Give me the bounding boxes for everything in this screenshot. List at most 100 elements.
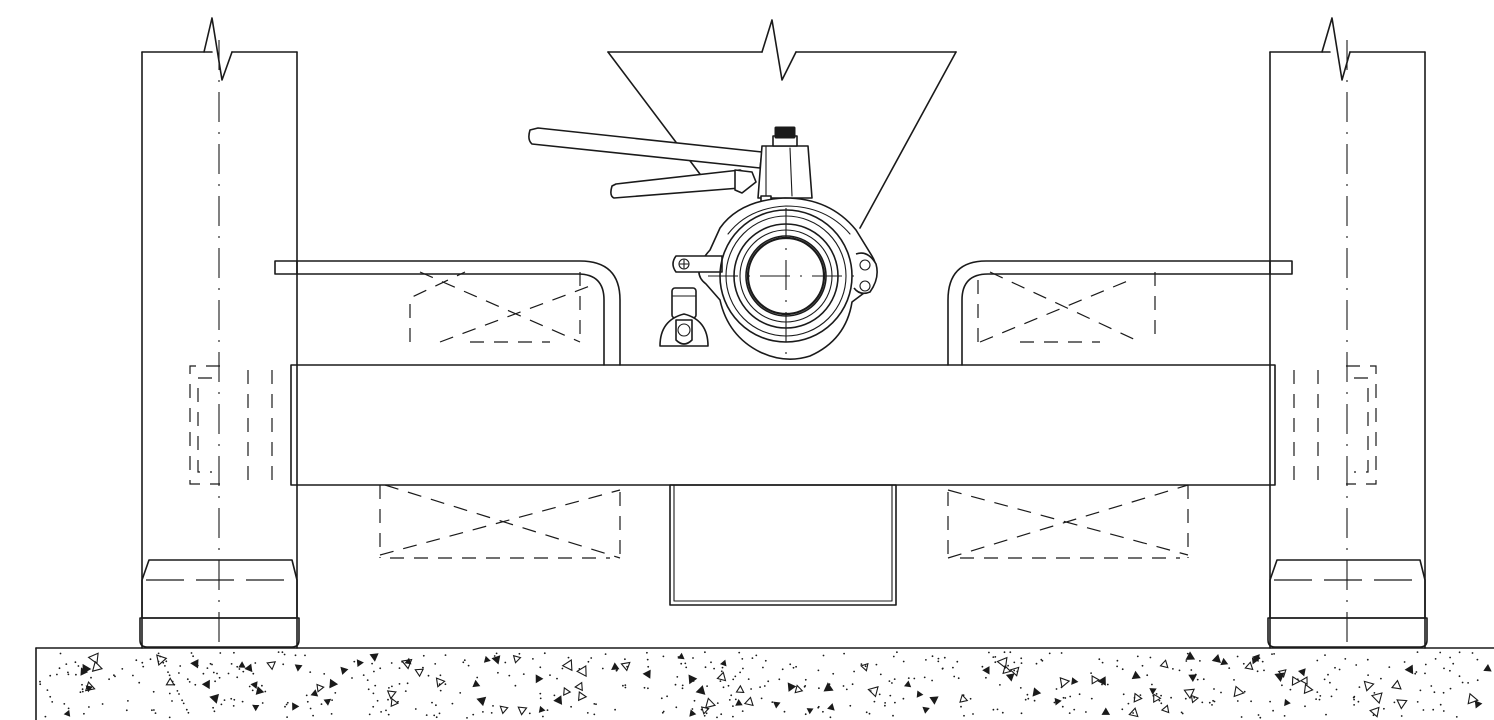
- concrete-stipple: [492, 705, 494, 707]
- concrete-stipple: [1026, 693, 1029, 696]
- concrete-stipple: [476, 676, 479, 679]
- concrete-stipple: [660, 697, 663, 700]
- concrete-stipple: [1213, 688, 1215, 690]
- concrete-aggregate: [1054, 697, 1062, 706]
- concrete-stipple: [539, 692, 542, 695]
- concrete-stipple: [543, 652, 546, 655]
- concrete-stipple: [1062, 696, 1065, 699]
- concrete-stipple: [121, 668, 124, 670]
- concrete-stipple: [795, 665, 797, 668]
- concrete-stipple: [472, 713, 475, 716]
- concrete-stipple: [818, 687, 820, 690]
- concrete-stipple: [230, 697, 233, 700]
- concrete-aggregate: [499, 705, 509, 715]
- concrete-stipple: [1181, 712, 1184, 715]
- concrete-stipple: [1090, 697, 1093, 700]
- concrete-stipple: [522, 673, 525, 675]
- concrete-stipple: [907, 677, 910, 679]
- concrete-stipple: [192, 655, 195, 658]
- concrete-stipple: [693, 699, 696, 702]
- concrete-aggregate: [1390, 679, 1402, 690]
- concrete-stipple: [734, 698, 737, 701]
- concrete-stipple: [963, 714, 965, 717]
- concrete-stipple: [241, 700, 244, 703]
- concrete-stipple: [985, 676, 987, 679]
- concrete-stipple: [755, 654, 758, 657]
- concrete-stipple: [981, 665, 984, 668]
- concrete-stipple: [202, 672, 205, 675]
- concrete-stipple: [451, 702, 454, 705]
- concrete-aggregate: [483, 655, 491, 663]
- concrete-stipple: [1316, 691, 1319, 693]
- concrete-stipple: [851, 683, 854, 686]
- concrete-stipple: [387, 698, 389, 701]
- concrete-stipple: [741, 710, 744, 712]
- concrete-stipple: [1393, 701, 1396, 704]
- concrete-stipple: [888, 680, 891, 682]
- concrete-stipple: [1319, 695, 1322, 697]
- concrete-stipple: [720, 713, 723, 716]
- concrete-stipple: [1020, 657, 1023, 660]
- concrete-stipple: [931, 655, 934, 658]
- concrete-stipple: [716, 716, 718, 719]
- concrete-aggregate: [996, 656, 1008, 669]
- concrete-stipple: [1020, 662, 1023, 664]
- concrete-stipple: [178, 672, 180, 674]
- concrete-aggregate: [1059, 676, 1071, 689]
- concrete-stipple: [132, 674, 134, 677]
- concrete-stipple: [742, 667, 744, 670]
- concrete-stipple: [1335, 688, 1338, 691]
- concrete-stipple: [171, 700, 173, 702]
- valve-actuator: [757, 126, 813, 204]
- concrete-stipple: [601, 667, 604, 670]
- concrete-stipple: [994, 656, 997, 658]
- concrete-stipple: [39, 683, 42, 686]
- concrete-stipple: [624, 684, 627, 686]
- concrete-stipple: [286, 716, 288, 718]
- concrete-aggregate: [677, 652, 685, 660]
- concrete-stipple: [1434, 658, 1437, 660]
- concrete-stipple: [463, 659, 466, 662]
- concrete-aggregate: [476, 696, 487, 707]
- concrete-stipple: [264, 690, 267, 693]
- right-column: [1267, 17, 1428, 649]
- concrete-stipple: [108, 678, 110, 681]
- concrete-stipple: [67, 671, 69, 674]
- concrete-stipple: [1007, 664, 1009, 667]
- concrete-stipple: [65, 663, 68, 665]
- concrete-stipple: [482, 711, 484, 713]
- concrete-stipple: [567, 656, 570, 659]
- concrete-aggregate: [250, 681, 258, 689]
- concrete-aggregate: [491, 655, 501, 665]
- concrete-stipple: [138, 681, 141, 684]
- concrete-stipple: [1201, 701, 1204, 704]
- concrete-aggregate: [574, 681, 583, 692]
- concrete-stipple: [1001, 711, 1004, 714]
- concrete-stipple: [114, 675, 116, 678]
- concrete-stipple: [181, 699, 184, 702]
- concrete-stipple: [518, 652, 521, 655]
- concrete-stipple: [647, 665, 650, 668]
- concrete-stipple: [1199, 660, 1201, 662]
- concrete-stipple: [875, 663, 878, 666]
- concrete-stipple: [864, 665, 867, 668]
- concrete-aggregate: [538, 705, 546, 713]
- concrete-stipple: [674, 683, 677, 686]
- concrete-stipple: [353, 660, 356, 663]
- concrete-stipple: [261, 684, 263, 687]
- concrete-stipple: [238, 668, 241, 670]
- concrete-stipple: [732, 715, 734, 718]
- concrete-stipple: [1256, 670, 1259, 673]
- concrete-stipple: [1132, 712, 1134, 714]
- concrete-aggregate: [201, 679, 210, 690]
- concrete-stipple: [1069, 695, 1072, 698]
- concrete-stipple: [879, 673, 882, 676]
- concrete-stipple: [254, 662, 257, 664]
- hidden-brace-upper-right: [977, 271, 1156, 343]
- concrete-stipple: [233, 651, 235, 654]
- concrete-stipple: [646, 658, 649, 661]
- concrete-stipple: [849, 704, 852, 707]
- concrete-stipple: [1228, 667, 1231, 669]
- concrete-stipple: [373, 670, 375, 673]
- concrete-stipple: [1035, 662, 1038, 665]
